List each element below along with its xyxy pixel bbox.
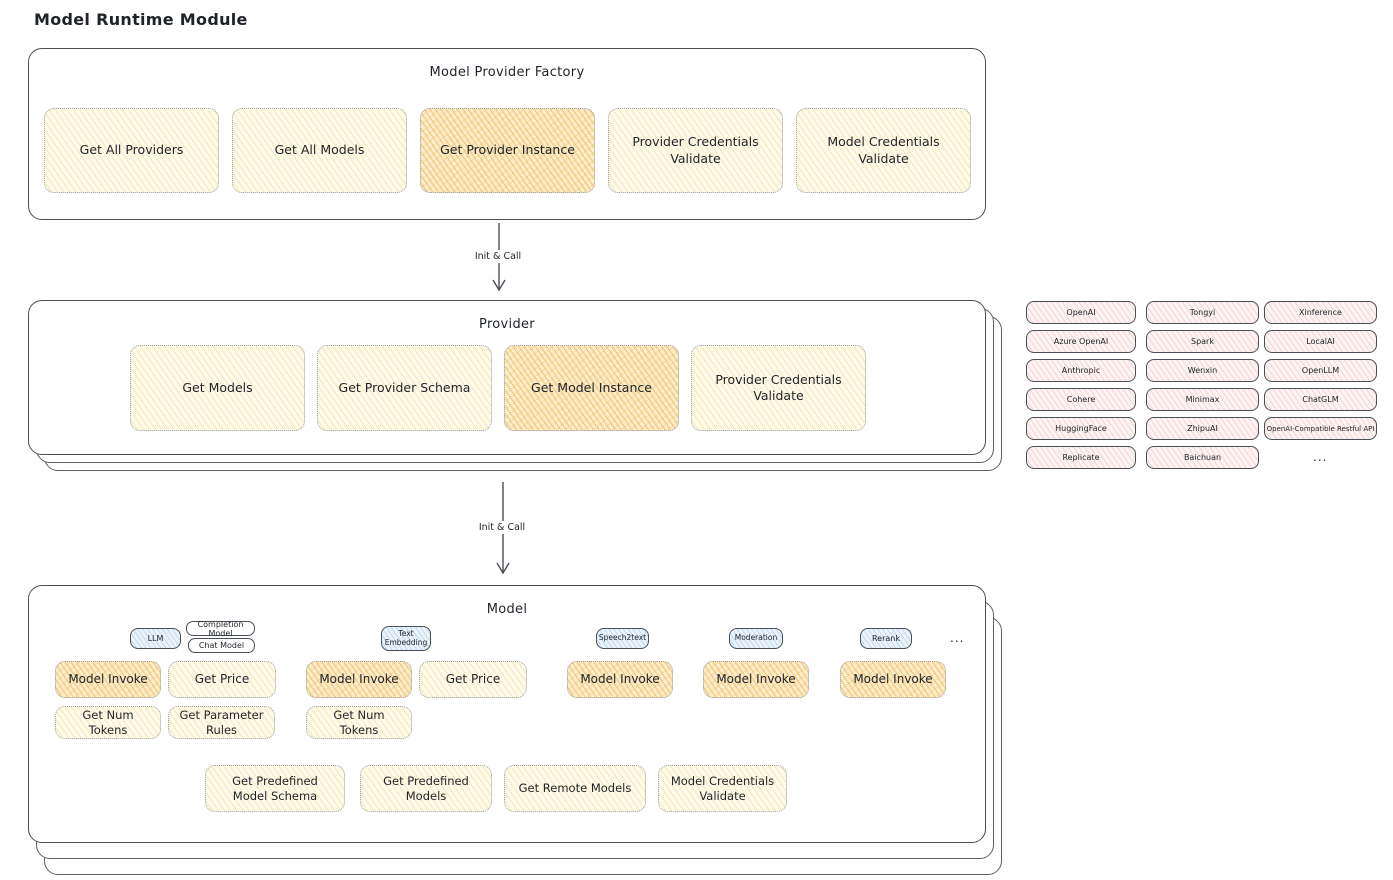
provider-item-provider-credentials-validate: Provider Credentials Validate [691,345,866,431]
provider-pill-cohere: Cohere [1026,388,1136,411]
model-op-get-predefined-models: Get Predefined Models [360,765,492,812]
provider-pill-wenxin: Wenxin [1146,359,1259,382]
model-op-get-num-tokens-llm: Get Num Tokens [55,706,161,739]
tag-moderation: Moderation [729,628,783,649]
provider-pill-openai-compatible: OpenAI-Compatible Restful API [1264,417,1377,440]
model-op-get-remote-models: Get Remote Models [504,765,646,812]
model-op-get-parameter-rules: Get Parameter Rules [168,706,275,739]
provider-item-get-provider-schema: Get Provider Schema [317,345,492,431]
factory-item-get-provider-instance: Get Provider Instance [420,108,595,193]
tag-chat-model: Chat Model [188,638,255,653]
provider-pill-spark: Spark [1146,330,1259,353]
provider-pill-huggingface: HuggingFace [1026,417,1136,440]
provider-pill-minimax: Minimax [1146,388,1259,411]
tag-text-embedding: Text Embedding [381,626,431,651]
factory-title: Model Provider Factory [429,65,585,80]
model-op-invoke-llm: Model Invoke [55,661,161,698]
factory-item-provider-credentials-validate: Provider Credentials Validate [608,108,783,193]
tag-rerank: Rerank [860,628,912,649]
provider-pill-azure-openai: Azure OpenAI [1026,330,1136,353]
provider-title: Provider [479,317,535,332]
page-title: Model Runtime Module [34,10,248,29]
provider-pill-chatglm: ChatGLM [1264,388,1377,411]
model-op-get-price-text-embedding: Get Price [419,661,527,698]
factory-item-get-all-models: Get All Models [232,108,407,193]
provider-item-get-models: Get Models [130,345,305,431]
model-op-invoke-speech2text: Model Invoke [567,661,673,698]
model-op-model-credentials-validate: Model Credentials Validate [658,765,787,812]
tag-llm: LLM [130,628,181,649]
provider-pill-tongyi: Tongyi [1146,301,1259,324]
model-op-invoke-rerank: Model Invoke [840,661,946,698]
model-op-get-price-llm: Get Price [168,661,276,698]
tag-speech2text: Speech2text [596,628,649,649]
model-title: Model [486,602,528,617]
provider-list-ellipsis: ... [1313,450,1328,464]
model-op-invoke-text-embedding: Model Invoke [306,661,412,698]
provider-pill-localai: LocalAI [1264,330,1377,353]
model-tags-ellipsis: ... [950,631,965,645]
provider-pill-baichuan: Baichuan [1146,446,1259,469]
provider-pill-zhipuai: ZhipuAI [1146,417,1259,440]
model-op-invoke-moderation: Model Invoke [703,661,809,698]
arrow-label-init-call-1: Init & Call [470,250,526,263]
factory-item-get-all-providers: Get All Providers [44,108,219,193]
provider-pill-anthropic: Anthropic [1026,359,1136,382]
provider-pill-replicate: Replicate [1026,446,1136,469]
provider-pill-openllm: OpenLLM [1264,359,1377,382]
factory-item-model-credentials-validate: Model Credentials Validate [796,108,971,193]
tag-completion-model: Completion Model [186,620,255,638]
model-op-get-num-tokens-text-embedding: Get Num Tokens [306,706,412,739]
arrow-label-init-call-2: Init & Call [474,521,530,534]
provider-item-get-model-instance: Get Model Instance [504,345,679,431]
model-op-get-predefined-model-schema: Get Predefined Model Schema [205,765,345,812]
provider-pill-openai: OpenAI [1026,301,1136,324]
provider-pill-xinference: Xinference [1264,301,1377,324]
